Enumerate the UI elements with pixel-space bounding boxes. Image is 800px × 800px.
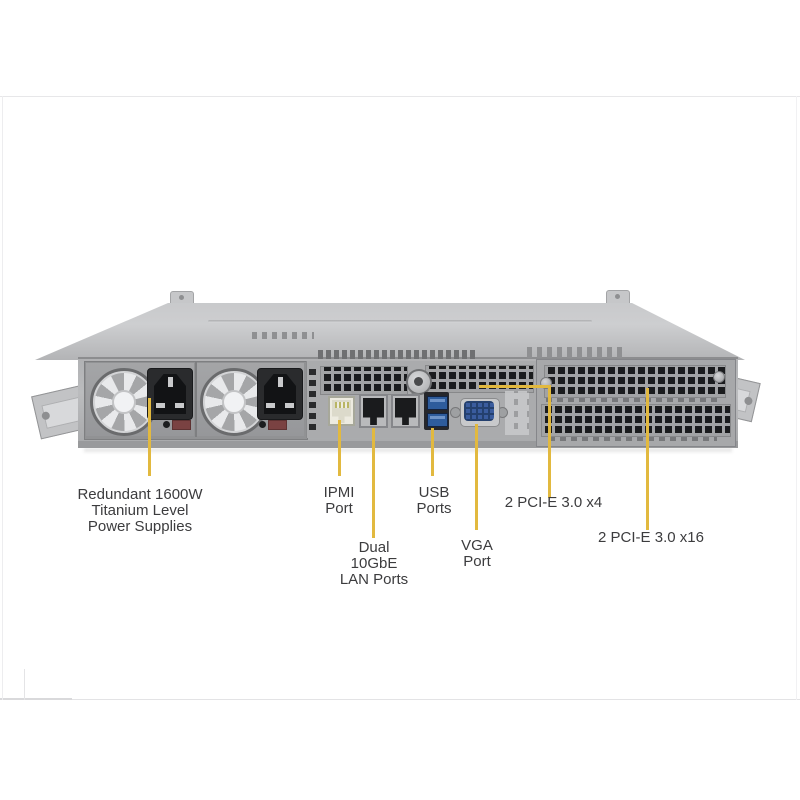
usb-ports bbox=[424, 392, 449, 430]
psu2-inlet-pin-left bbox=[266, 403, 275, 408]
psu1-release-button bbox=[163, 421, 170, 428]
usb-bottom-tongue bbox=[430, 416, 445, 419]
card-bottom-border bbox=[0, 699, 800, 700]
psu-label: Redundant 1600W Titanium Level Power Sup… bbox=[77, 486, 203, 535]
vga-label: VGA Port bbox=[461, 537, 493, 570]
lid-vent-stamp-left bbox=[252, 332, 314, 339]
pcie-x16-callout-line bbox=[646, 388, 649, 530]
psu2-fan-hub bbox=[222, 390, 246, 414]
vga-port bbox=[450, 397, 508, 427]
lan-label: Dual 10GbE LAN Ports bbox=[339, 539, 409, 588]
thumbscrew-center bbox=[414, 377, 423, 386]
usb-callout-line bbox=[431, 428, 434, 476]
pcie-x16-label: 2 PCI-E 3.0 x16 bbox=[598, 529, 704, 546]
pcie-x4-label: 2 PCI-E 3.0 x4 bbox=[504, 494, 603, 511]
pcie-divider-dashes-2 bbox=[549, 437, 717, 441]
pcie-divider-dashes-1 bbox=[546, 398, 722, 402]
psu1-fan-hub bbox=[112, 390, 136, 414]
psu2-inlet-pin-top bbox=[278, 377, 283, 387]
usb-top-tongue bbox=[430, 399, 445, 402]
psu2-inlet-pin-right bbox=[285, 403, 294, 408]
card-left-border bbox=[2, 96, 3, 700]
card-top-border bbox=[0, 96, 800, 97]
vga-connector bbox=[464, 401, 494, 421]
ipmi-callout-line bbox=[338, 420, 341, 476]
card-corner-artifact bbox=[24, 669, 25, 700]
vga-callout-line bbox=[475, 424, 478, 530]
pcie-x4-callout-line-horizontal bbox=[479, 385, 551, 388]
lan-callout-line bbox=[372, 428, 375, 538]
lid-tab-left-screw bbox=[179, 295, 184, 300]
psu1-inlet-pin-left bbox=[156, 403, 165, 408]
psu1-inlet-pin-right bbox=[175, 403, 184, 408]
psu1-fan bbox=[90, 368, 158, 436]
ipmi-port bbox=[328, 396, 355, 426]
usb-label: USB Ports bbox=[416, 484, 452, 517]
ipmi-port-contacts bbox=[334, 402, 349, 408]
lid-tab-right-screw bbox=[615, 294, 620, 299]
lid-stamp-band bbox=[318, 350, 476, 359]
psu2-latch bbox=[268, 420, 287, 430]
psu-callout-line bbox=[148, 398, 151, 476]
card-bottom-left-edge bbox=[0, 698, 72, 700]
lid-vent-stamp-right bbox=[527, 347, 627, 358]
psu2-power-inlet bbox=[257, 368, 303, 420]
pcie-slot-cover-top bbox=[544, 365, 726, 398]
psu1-latch bbox=[172, 420, 191, 430]
psu2-release-button bbox=[259, 421, 266, 428]
usb-port-top bbox=[427, 396, 448, 410]
rear-panel-bottom-lip bbox=[78, 441, 738, 448]
chassis-shadow bbox=[84, 448, 732, 452]
usb-port-bottom bbox=[427, 413, 448, 427]
ipmi-label: IPMI Port bbox=[323, 484, 355, 517]
lan-port-2 bbox=[391, 394, 420, 428]
lan-port-1 bbox=[359, 394, 388, 428]
low-profile-slot-cover-1 bbox=[320, 366, 408, 395]
card-right-border bbox=[796, 96, 797, 700]
psu1-power-inlet bbox=[147, 368, 193, 420]
psu-divider bbox=[195, 362, 197, 437]
lid-crease bbox=[208, 320, 592, 323]
io-left-vent-strip bbox=[309, 368, 316, 430]
io-jumper-block bbox=[505, 391, 529, 435]
psu1-inlet-pin-top bbox=[168, 377, 173, 387]
pcie-slot-cover-bottom bbox=[541, 404, 731, 437]
pcie-x4-callout-line bbox=[548, 385, 551, 498]
pcie-screw-right bbox=[713, 371, 725, 383]
low-profile-slot-cover-2 bbox=[425, 365, 534, 393]
